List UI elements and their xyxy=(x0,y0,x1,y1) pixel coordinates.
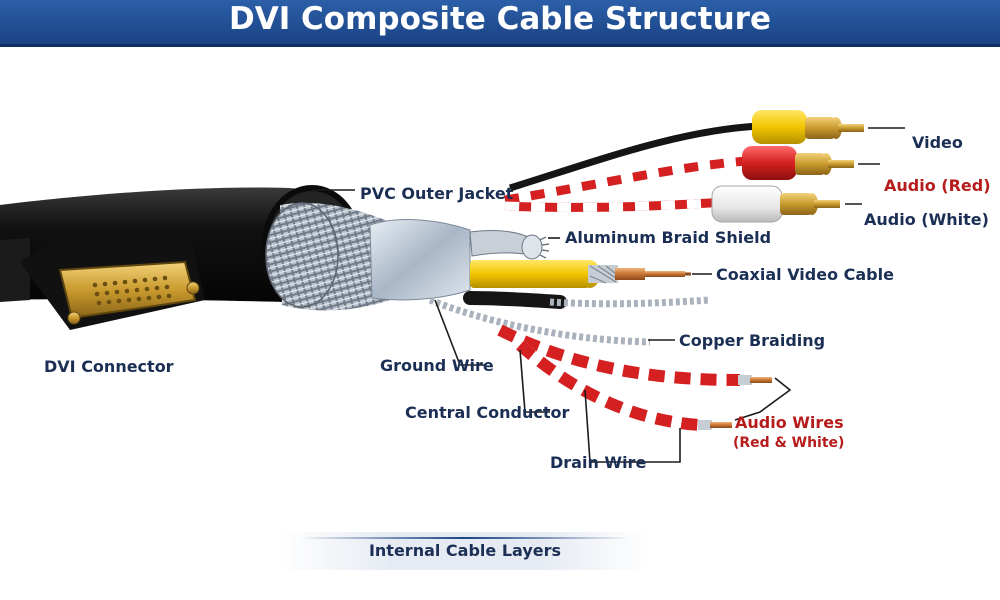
label-drain-wire: Drain Wire xyxy=(550,453,647,472)
ground-wire-strand xyxy=(428,296,651,346)
dvi-pins xyxy=(92,275,172,306)
label-audio-wires: Audio Wires xyxy=(735,413,844,432)
label-audio-white: Audio (White) xyxy=(864,210,989,229)
black-inner-wire xyxy=(463,291,567,309)
label-dvi-connector: DVI Connector xyxy=(44,357,174,376)
label-audio-wires-sub: (Red & White) xyxy=(733,435,845,451)
label-audio-red: Audio (Red) xyxy=(884,176,991,195)
label-coaxial-video-cable: Coaxial Video Cable xyxy=(716,265,894,284)
title-bar: DVI Composite Cable Structure xyxy=(0,0,1000,47)
label-aluminum-braid-shield: Aluminum Braid Shield xyxy=(565,228,772,247)
footer-caption: Internal Cable Layers xyxy=(368,541,562,560)
coaxial-cable-shape xyxy=(470,260,691,288)
rca-audio-red-plug xyxy=(742,146,854,180)
label-pvc-outer-jacket: PVC Outer Jacket xyxy=(360,184,514,203)
label-central-conductor: Central Conductor xyxy=(405,403,570,422)
rca-audio-white-plug xyxy=(711,185,840,223)
foil-shield-shape xyxy=(369,219,471,301)
leader-lines xyxy=(312,127,905,463)
black-feed-cable xyxy=(508,122,761,192)
dvi-connector-shape xyxy=(0,236,205,330)
label-copper-braiding: Copper Braiding xyxy=(679,331,826,350)
cable-diagram xyxy=(0,110,905,463)
label-ground-wire: Ground Wire xyxy=(380,356,494,375)
label-video: Video xyxy=(912,133,963,152)
twisted-audio-wires xyxy=(497,324,772,431)
footer-divider xyxy=(300,537,630,539)
aluminum-braid-tuft xyxy=(469,229,550,260)
page-title: DVI Composite Cable Structure xyxy=(229,1,771,37)
copper-braiding-strand xyxy=(549,296,711,308)
rca-video-plug xyxy=(752,110,864,144)
